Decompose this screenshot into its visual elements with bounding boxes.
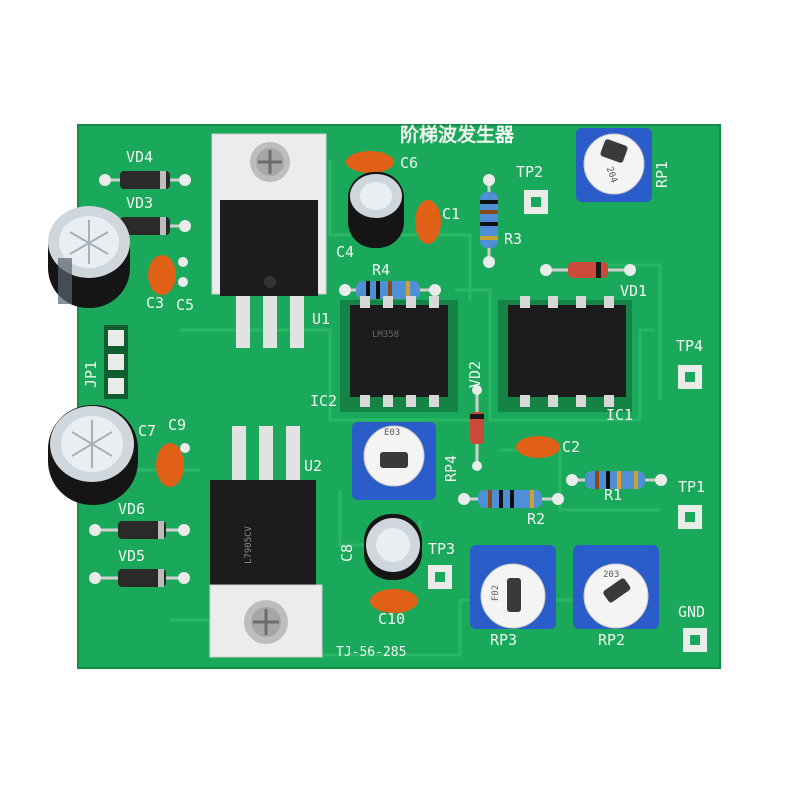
capacitor-c2 bbox=[516, 436, 560, 458]
label-vd6: VD6 bbox=[118, 500, 146, 518]
label-ic1: IC1 bbox=[606, 406, 634, 424]
testpoint-tp1 bbox=[678, 505, 702, 529]
label-c5: C5 bbox=[176, 296, 195, 314]
label-c10: C10 bbox=[378, 610, 406, 628]
label-ic2: IC2 bbox=[310, 392, 338, 410]
capacitor-c9 bbox=[156, 443, 190, 487]
capacitor-c3 bbox=[48, 206, 130, 308]
label-rp1: RP1 bbox=[653, 160, 671, 188]
resistor-r3 bbox=[480, 174, 498, 268]
resistor-r1 bbox=[566, 471, 667, 489]
diode-vd2 bbox=[470, 385, 484, 471]
label-c4: C4 bbox=[336, 243, 355, 261]
diode-vd5 bbox=[89, 569, 190, 587]
label-tp3: TP3 bbox=[428, 540, 456, 558]
label-r3: R3 bbox=[504, 230, 523, 248]
label-r4: R4 bbox=[372, 261, 391, 279]
capacitor-c7 bbox=[48, 405, 138, 505]
capacitor-c5 bbox=[148, 255, 188, 295]
label-vd1: VD1 bbox=[620, 282, 648, 300]
label-u1: U1 bbox=[312, 310, 331, 328]
u2-part: L7905CV bbox=[243, 526, 254, 564]
resistor-r2 bbox=[458, 490, 564, 508]
potentiometer-rp3 bbox=[470, 545, 556, 629]
regulator-u1 bbox=[211, 133, 327, 348]
label-c6: C6 bbox=[400, 154, 419, 172]
capacitor-c6 bbox=[346, 151, 394, 173]
rp3-code: F02 bbox=[491, 584, 502, 602]
diode-vd1 bbox=[540, 262, 636, 278]
part-number: TJ-56-285 bbox=[336, 645, 407, 660]
testpoint-tp2 bbox=[524, 190, 548, 214]
testpoint-tp3 bbox=[428, 565, 452, 589]
label-rp2: RP2 bbox=[598, 631, 626, 649]
label-vd4: VD4 bbox=[126, 148, 154, 166]
label-c9: C9 bbox=[168, 416, 187, 434]
label-rp4: RP4 bbox=[442, 454, 460, 482]
label-r2: R2 bbox=[527, 510, 546, 528]
capacitor-c10 bbox=[370, 589, 418, 613]
diode-vd6 bbox=[89, 521, 190, 539]
testpoint-gnd bbox=[683, 628, 707, 652]
testpoint-tp4 bbox=[678, 365, 702, 389]
ic-ic2 bbox=[340, 296, 458, 412]
label-jp1: JP1 bbox=[82, 360, 100, 388]
label-vd3: VD3 bbox=[126, 194, 154, 212]
label-vd5: VD5 bbox=[118, 547, 146, 565]
rp4-code: E03 bbox=[384, 428, 401, 438]
board-title: 阶梯波发生器 bbox=[400, 124, 515, 146]
regulator-u2 bbox=[209, 426, 323, 658]
rp2-code: 203 bbox=[603, 570, 620, 580]
label-c7: C7 bbox=[138, 422, 157, 440]
capacitor-c4 bbox=[348, 172, 404, 248]
potentiometer-rp4 bbox=[352, 422, 436, 500]
label-rp3: RP3 bbox=[490, 631, 518, 649]
potentiometer-rp2 bbox=[573, 545, 659, 629]
label-gnd: GND bbox=[678, 603, 706, 621]
label-vd2: VD2 bbox=[466, 360, 484, 388]
label-tp4: TP4 bbox=[676, 337, 704, 355]
potentiometer-rp1 bbox=[576, 128, 652, 202]
ic-ic1 bbox=[498, 296, 632, 412]
capacitor-c8 bbox=[364, 514, 422, 580]
label-c8: C8 bbox=[338, 543, 356, 562]
ic2-part: LM358 bbox=[372, 330, 400, 340]
label-c3: C3 bbox=[146, 294, 165, 312]
resistor-r4 bbox=[339, 281, 441, 299]
label-tp1: TP1 bbox=[678, 478, 706, 496]
label-r1: R1 bbox=[604, 486, 623, 504]
label-c1: C1 bbox=[442, 205, 461, 223]
label-tp2: TP2 bbox=[516, 163, 544, 181]
jumper-jp1 bbox=[104, 325, 128, 399]
label-c2: C2 bbox=[562, 438, 581, 456]
capacitor-c1 bbox=[415, 200, 441, 244]
label-u2: U2 bbox=[304, 457, 323, 475]
diode-vd4 bbox=[99, 171, 191, 189]
